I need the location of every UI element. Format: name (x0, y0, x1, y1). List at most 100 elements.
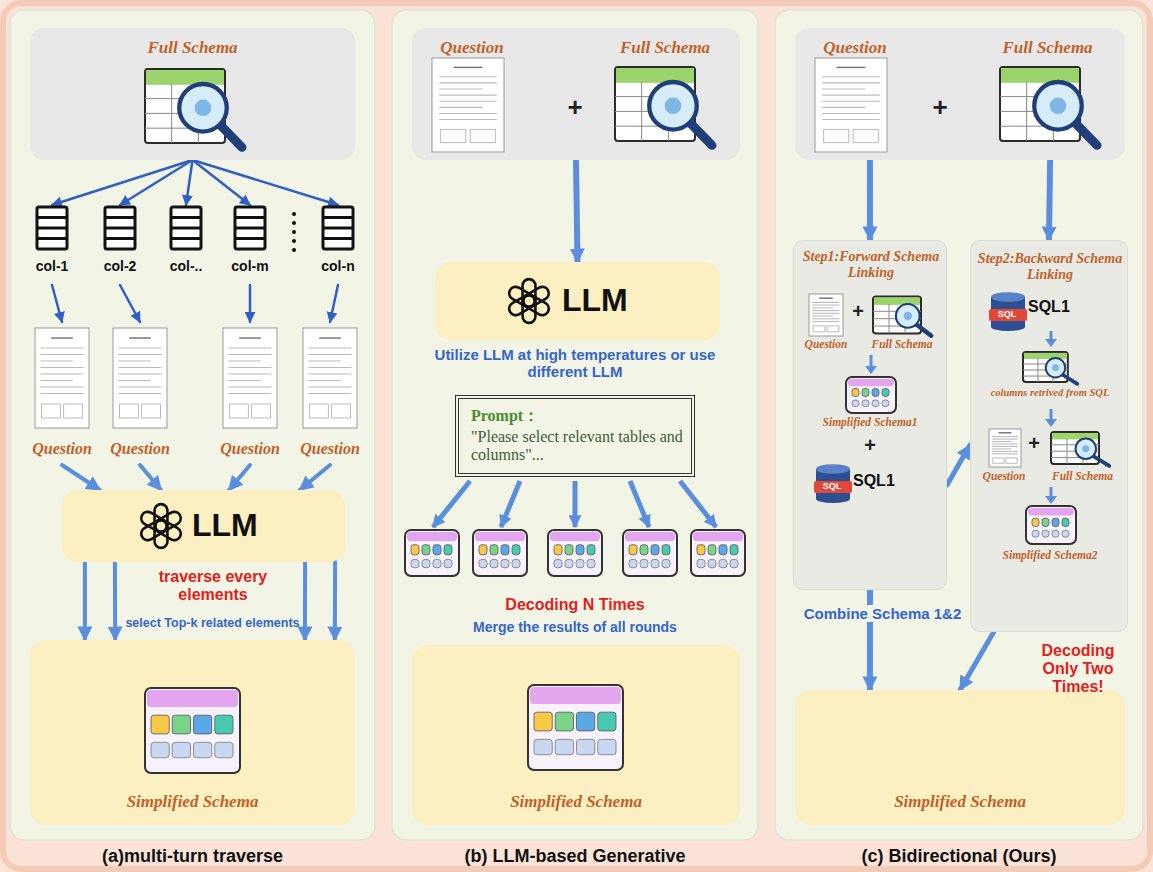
simplified-schema-icon (145, 688, 240, 773)
column-node-text: col-n (310, 258, 366, 274)
schema-table-icon (873, 297, 931, 336)
outer-frame (3, 3, 1150, 869)
result-box: Simplified Schema (795, 690, 1125, 825)
flow-arrow (113, 562, 117, 640)
schema-table-icon (1051, 432, 1109, 466)
question-node-text: Question (214, 440, 286, 458)
annotation-label: + (850, 434, 890, 457)
result-box: Simplified Schema (412, 645, 740, 825)
column-node: col-2 (92, 205, 148, 285)
result-box-text: Simplified Schema (412, 792, 740, 812)
annotation-label: Simplified Schema1 (798, 416, 942, 428)
annotation-label: SQL (815, 481, 849, 491)
flow-arrow (52, 160, 193, 205)
flow-arrow (867, 160, 873, 240)
question-document-icon (303, 328, 357, 428)
column-node: col-n (310, 205, 366, 285)
annotation-label: + (920, 92, 960, 123)
input-box-text: Full Schema (595, 38, 735, 58)
panel-fill (775, 10, 1143, 840)
flow-arrow (62, 465, 100, 490)
step-box-text: Step1:Forward Schema Linking (799, 249, 943, 281)
annotation-label: Question (795, 338, 857, 350)
question-node-text: Question (26, 440, 98, 458)
question-node: Question (104, 322, 176, 465)
simplified-schema-icon (473, 530, 527, 576)
annotation-label: Simplified Schema2 (975, 549, 1125, 561)
question-node: Question (26, 322, 98, 465)
result-box: Simplified Schema (30, 640, 355, 825)
flow-arrow (1049, 160, 1050, 240)
llm-logo (139, 504, 183, 548)
result-box-text: Simplified Schema (30, 792, 355, 812)
simplified-schema-icon (1026, 506, 1076, 544)
question-document-icon (223, 328, 277, 428)
annotation-label: + (1022, 432, 1046, 455)
simplified-schema-icon (405, 530, 459, 576)
panel-text: (a)multi-turn traverse (10, 846, 375, 867)
schema-table-icon (1000, 67, 1097, 145)
annotation-label: Full Schema (1040, 470, 1125, 482)
panel-text: (c) Bidirectional (Ours) (775, 846, 1143, 867)
annotation-label: columns retrived from SQL (975, 387, 1125, 398)
annotation-label: + (846, 300, 870, 323)
question-node-text: Question (294, 440, 366, 458)
question-node: Question (214, 322, 286, 465)
flow-arrow (576, 160, 578, 262)
annotation-label: SQL1 (1028, 298, 1088, 316)
schema-table-icon (615, 67, 712, 145)
column-icon (105, 207, 135, 249)
panel-text: (b) LLM-based Generative (392, 846, 758, 867)
flow-arrow (140, 465, 161, 490)
flow-arrow (186, 160, 193, 205)
fan-arrows (433, 481, 716, 527)
column-icon (235, 207, 265, 249)
annotation-label: traverse every elements (138, 568, 288, 604)
llm-box-text: LLM (562, 282, 682, 319)
step-box-text: Step2:Backward Schema Linking (976, 251, 1124, 283)
column-icon (37, 207, 67, 249)
input-box-text: Question (795, 38, 915, 58)
flow-arrow (960, 632, 994, 690)
panel: (a)multi-turn traverseFull Schemacol-1co… (10, 10, 375, 840)
annotation-label: select Top-k related elements (115, 616, 310, 630)
annotation-label: SQL (990, 309, 1024, 319)
input-box-text: Full Schema (975, 38, 1120, 58)
question-document-icon (35, 328, 89, 428)
column-node-text: col-m (222, 258, 278, 274)
annotation-label: Utilize LLM at high temperatures or use … (420, 346, 730, 380)
simplified-schema-icon (528, 685, 623, 770)
schema-box-text: Full Schema (30, 38, 355, 58)
question-node-text: Question (104, 440, 176, 458)
prompt-box-text: Prompt： (471, 406, 691, 427)
column-node-text: col-2 (92, 258, 148, 274)
panel-fill (10, 10, 375, 840)
simplified-schema-icon (623, 530, 677, 576)
llm-box: LLM (435, 262, 720, 340)
flow-arrow (300, 465, 330, 490)
simplified-schema-icon (846, 377, 896, 413)
column-node-text: col-1 (24, 258, 80, 274)
inner-arrow (1045, 331, 1057, 347)
question-document-icon (432, 58, 504, 152)
llm-logo (507, 279, 551, 323)
annotation-label: Combine Schema 1&2 (800, 605, 965, 622)
sql-icon (989, 292, 1027, 331)
column-node: col-m (222, 205, 278, 285)
question-document-icon (113, 328, 167, 428)
schema-table-icon (1023, 352, 1077, 384)
annotation-label: + (555, 92, 595, 123)
column-node-text: col-.. (158, 258, 214, 274)
schema-box: Full Schema (30, 28, 355, 160)
flow-arrow (193, 160, 251, 205)
schema-table-icon (145, 69, 242, 147)
annotation-label: Decoding N Times (420, 596, 730, 614)
prompt-box-text: "Please select relevant tables and colum… (471, 428, 691, 464)
annotation-label: Merge the results of all rounds (420, 619, 730, 635)
column-node: col-1 (24, 205, 80, 285)
annotation-label: SQL1 (853, 472, 913, 490)
flow-arrow (120, 160, 193, 205)
simplified-schema-icon (691, 530, 745, 576)
column-icon (323, 207, 353, 249)
